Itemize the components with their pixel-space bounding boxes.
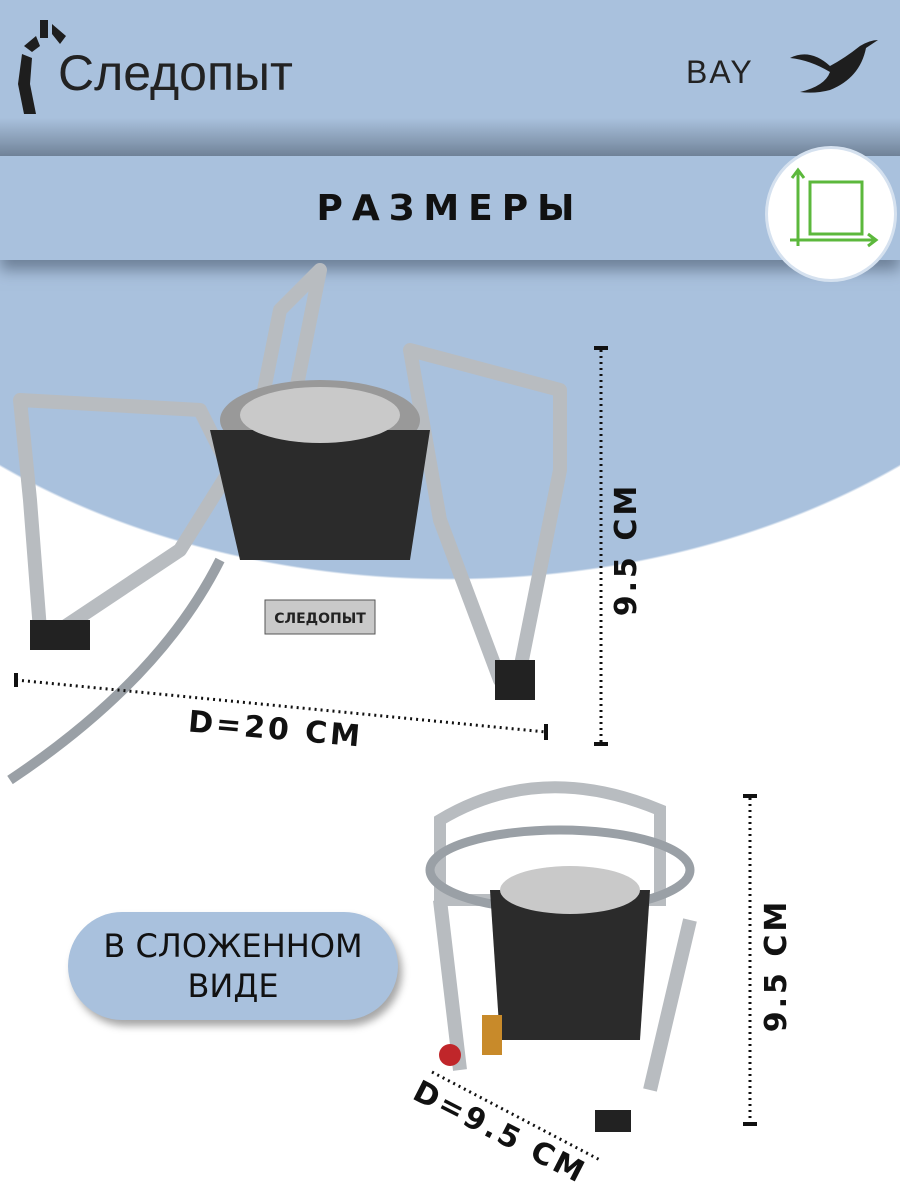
folded-caption-line1: В СЛОЖЕННОМ — [103, 927, 363, 965]
dimensions-badge — [765, 146, 897, 282]
title-band — [0, 156, 900, 260]
unfolded-dimension-lines — [14, 346, 608, 746]
folded-dimension-lines — [431, 794, 757, 1162]
brand-logo-icon — [18, 20, 66, 114]
header-shadow — [0, 118, 900, 158]
dimensions-icon — [790, 167, 879, 248]
stove-unfolded-image: СЛЕДОПЫТ — [7, 263, 567, 785]
folded-caption: В СЛОЖЕННОМ ВИДЕ — [68, 912, 398, 1020]
folded-height-label: 9.5 СМ — [759, 898, 795, 1033]
partner-logo: BAY — [686, 54, 754, 90]
bird-logo-icon — [790, 40, 878, 93]
folded-caption-line2: ВИДЕ — [187, 967, 279, 1005]
stove-label: СЛЕДОПЫТ — [274, 611, 366, 627]
page-title: РАЗМЕРЫ — [316, 188, 584, 229]
stove-folded-image — [425, 781, 697, 1132]
unfolded-height-label: 9.5 СМ — [609, 482, 645, 617]
brand-name: Следопыт — [58, 45, 293, 101]
